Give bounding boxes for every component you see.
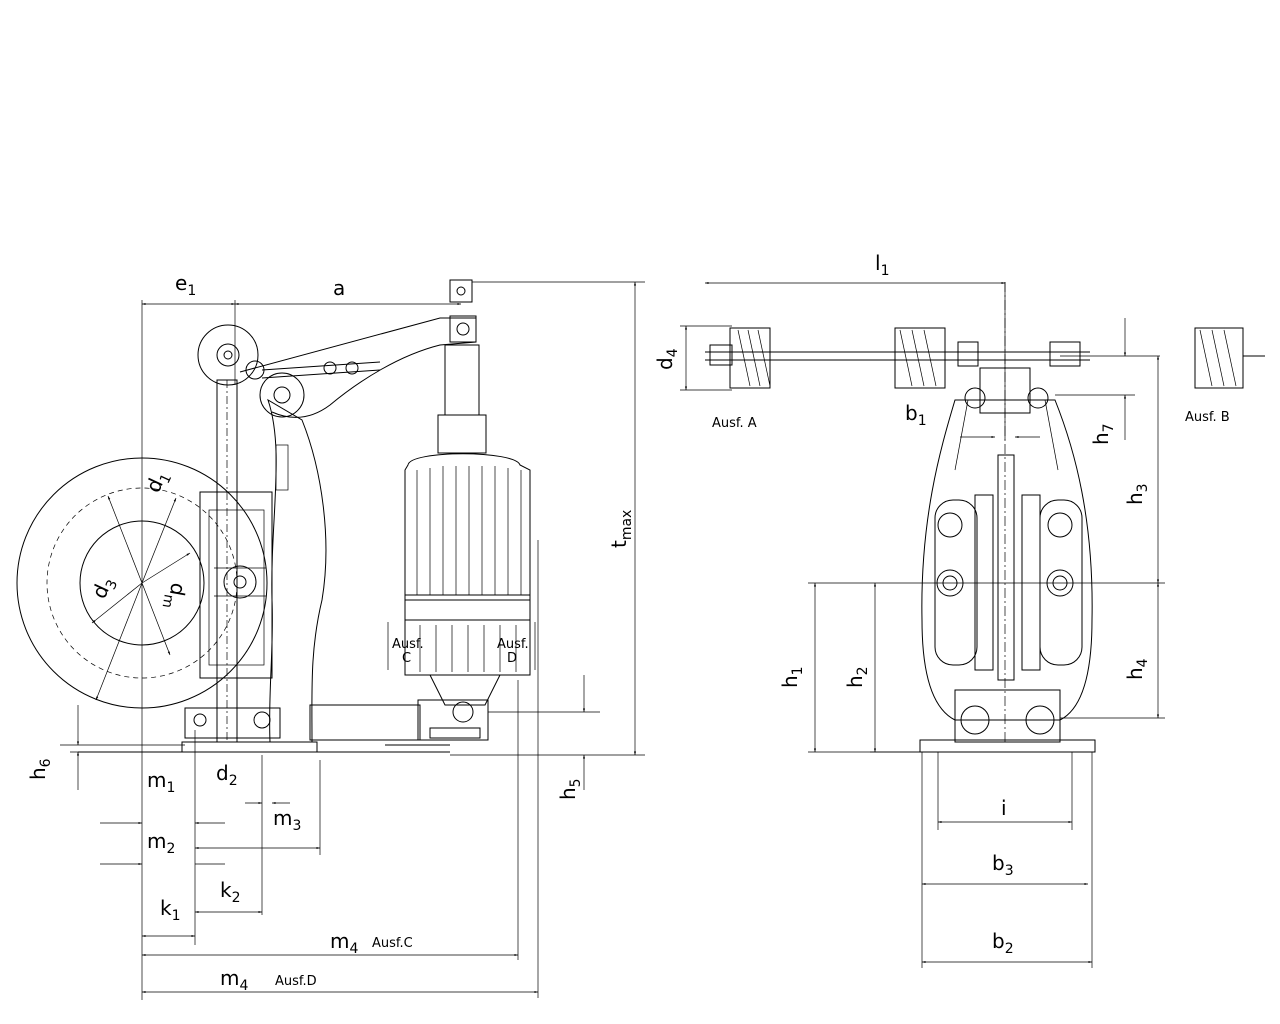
brake-arm-right xyxy=(245,360,327,743)
label-m3: m3 xyxy=(273,806,301,834)
dimension-labels: e1 a tmax d1 d3 dm h6 h5 m1 d2 m3 m2 k2 … xyxy=(26,251,1230,994)
brake-shoe xyxy=(199,491,273,679)
label-h2: h2 xyxy=(843,666,871,688)
label-e1: e1 xyxy=(175,271,196,299)
label-m1: m1 xyxy=(147,768,175,796)
bottom-pivot xyxy=(184,707,281,739)
label-h4: h4 xyxy=(1123,658,1151,680)
label-h1: h1 xyxy=(778,666,806,688)
label-h6: h6 xyxy=(26,758,54,780)
label-b1: b1 xyxy=(905,401,927,429)
label-d2: d2 xyxy=(216,761,238,789)
brake-arm-left xyxy=(197,324,259,743)
base-plate xyxy=(181,741,318,753)
label-h3: h3 xyxy=(1123,483,1151,505)
label-m2: m2 xyxy=(147,829,175,857)
label-h5: h5 xyxy=(556,778,584,800)
label-tmax: tmax xyxy=(607,510,635,548)
spring-assembly xyxy=(705,327,1265,389)
thruster xyxy=(309,344,531,741)
label-ausf-a: Ausf. A xyxy=(712,416,757,431)
label-ausf-c-side: Ausf.C xyxy=(392,637,424,666)
label-b3: b3 xyxy=(992,851,1014,879)
label-ausf-c-bottom: Ausf.C xyxy=(372,936,413,951)
label-dm: dm xyxy=(159,580,191,611)
label-m4-d: m4 xyxy=(220,966,248,994)
label-k2: k2 xyxy=(220,878,241,906)
label-k1: k1 xyxy=(160,896,181,924)
label-h7: h7 xyxy=(1089,423,1117,445)
label-ausf-b: Ausf. B xyxy=(1185,410,1230,425)
label-ausf-d-bottom: Ausf.D xyxy=(275,974,317,989)
lever xyxy=(239,279,477,418)
side-view xyxy=(16,279,645,1000)
label-m4-c: m4 xyxy=(330,929,358,957)
front-view xyxy=(680,281,1265,968)
label-d4: d4 xyxy=(653,348,681,370)
label-d1: d1 xyxy=(141,466,176,497)
label-i: i xyxy=(1001,796,1007,820)
label-d3: d3 xyxy=(87,572,122,603)
label-l1: l1 xyxy=(875,251,889,279)
label-b2: b2 xyxy=(992,929,1014,957)
label-ausf-d-side: Ausf.D xyxy=(497,637,529,666)
label-a: a xyxy=(333,276,345,300)
